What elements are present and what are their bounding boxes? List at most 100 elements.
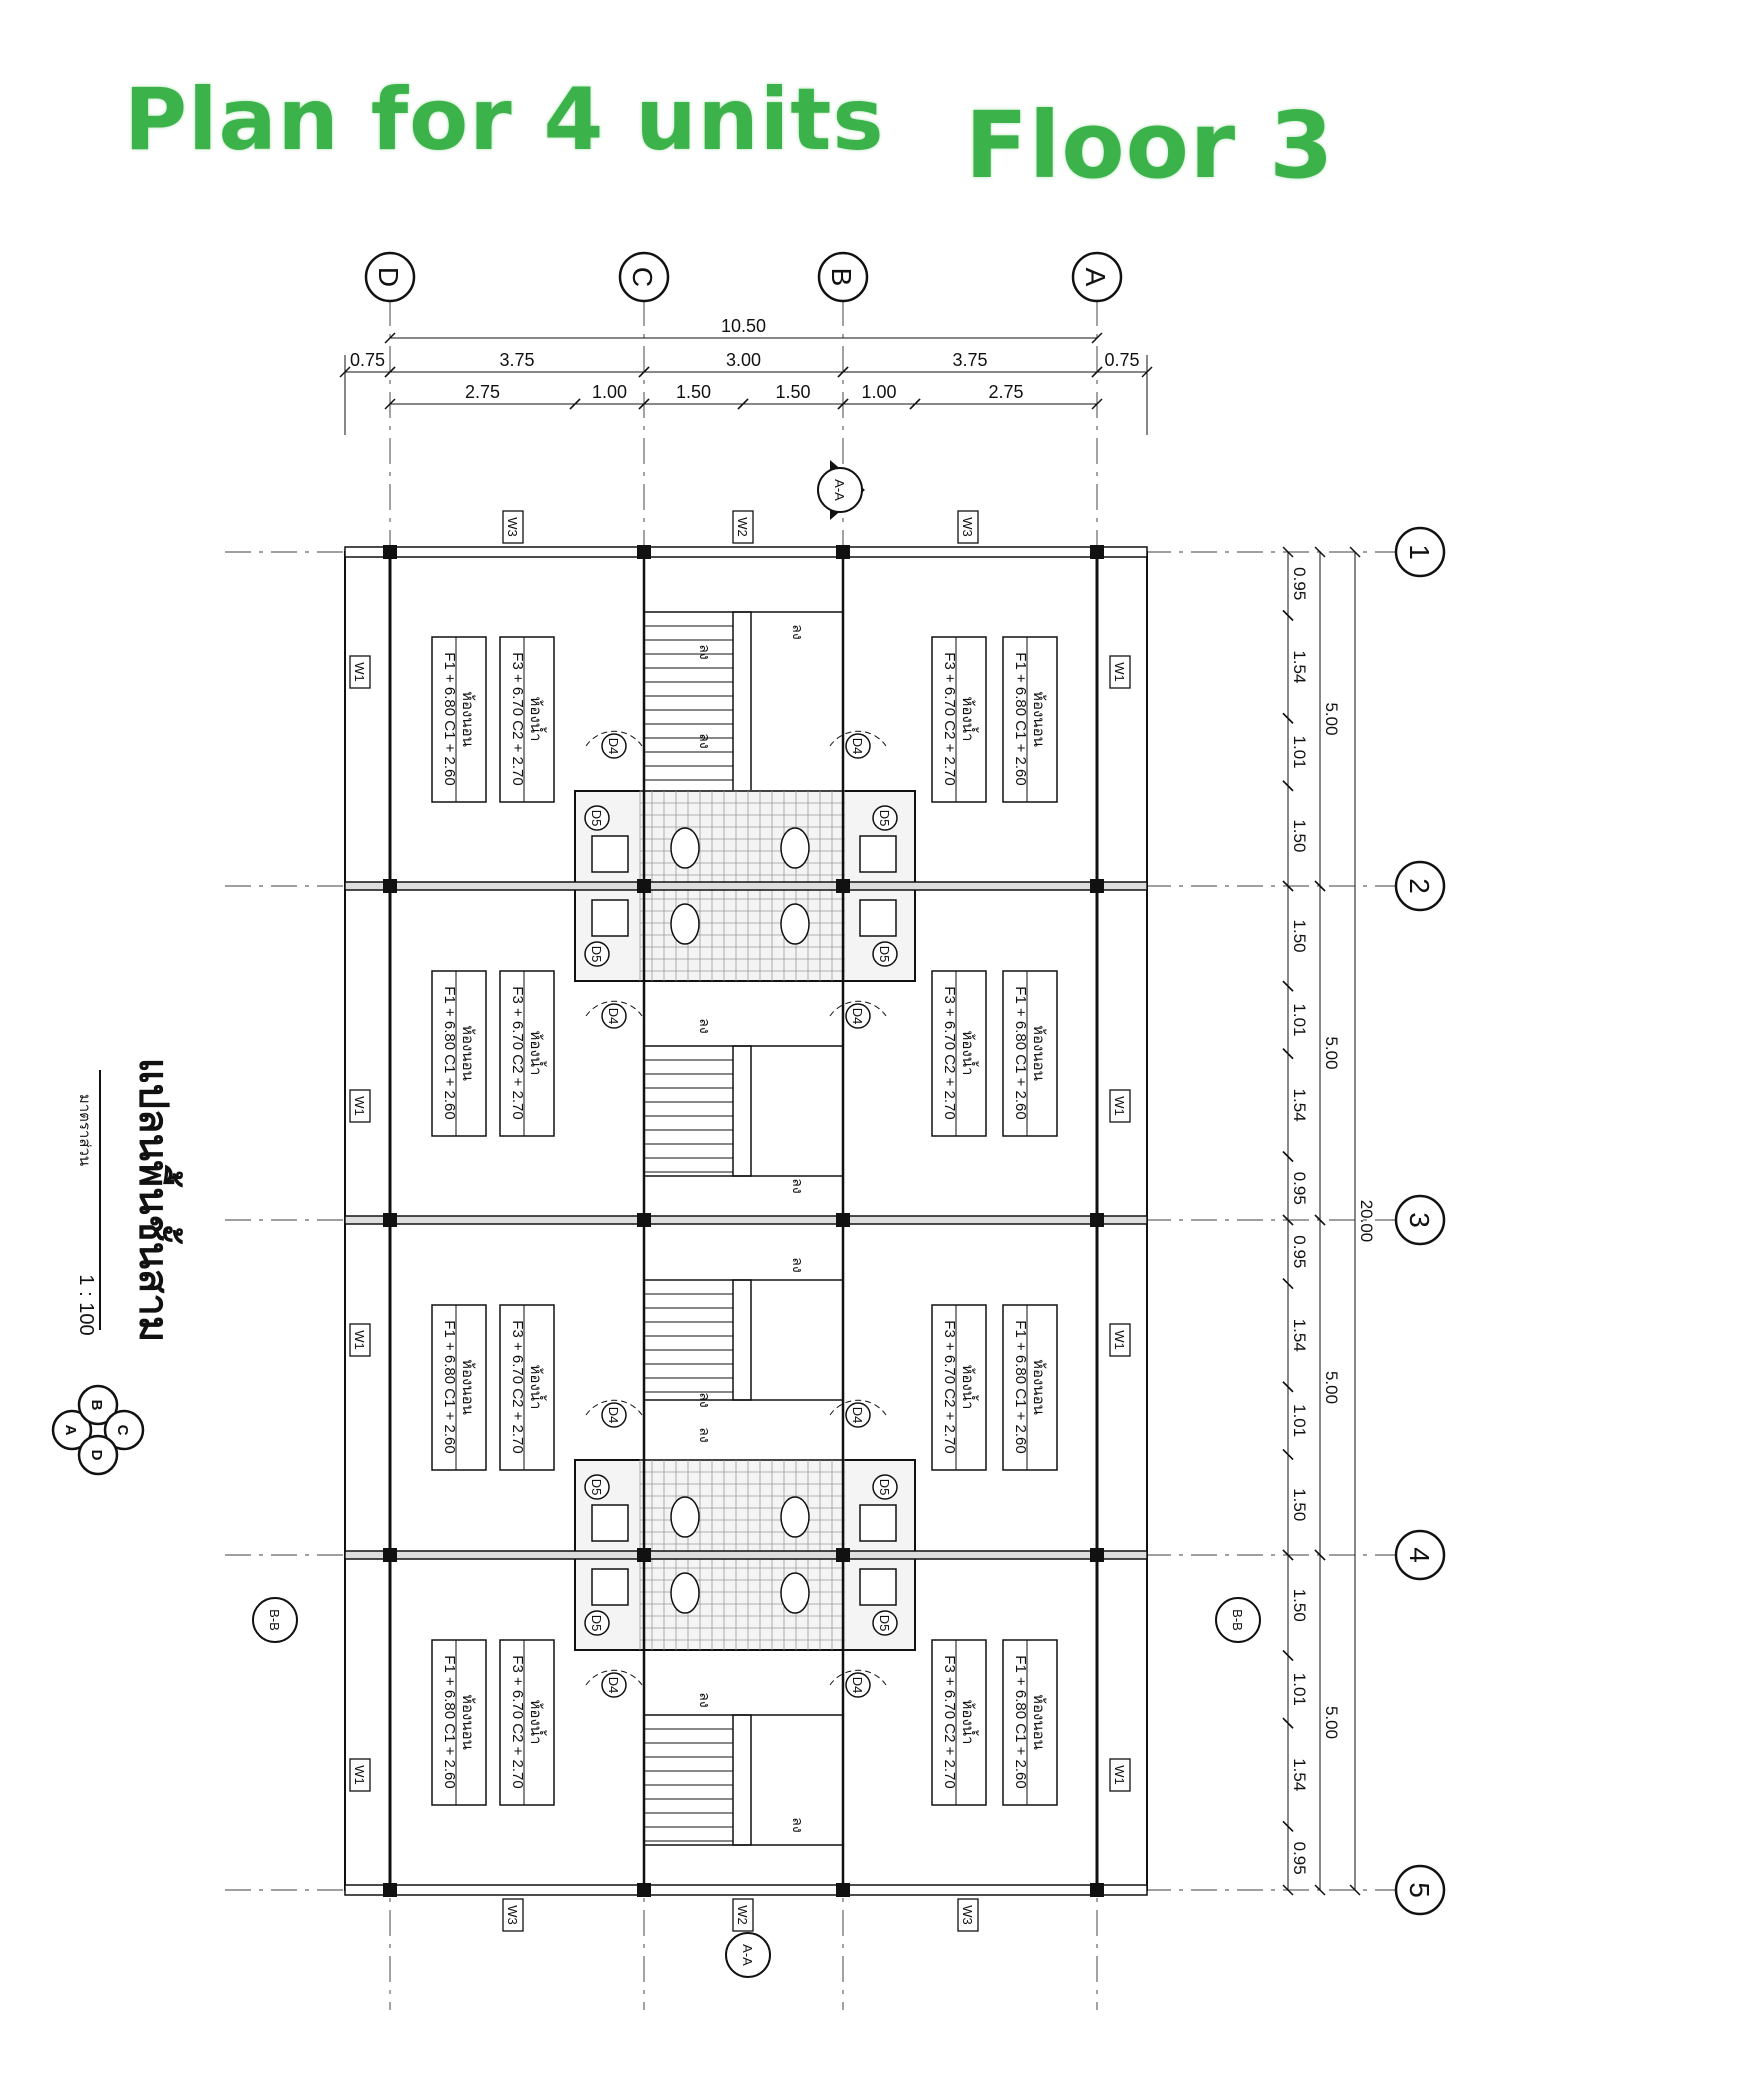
room-label-box [1002,1639,1058,1806]
dim-label: 0.95 [1290,1842,1309,1875]
door-swing [585,1399,643,1416]
walls [344,545,1148,1897]
column [1090,879,1104,893]
dim-tick [1091,398,1103,410]
dim-label: 10.50 [721,316,766,336]
grid-label-col: B [826,268,857,287]
column [836,1883,850,1897]
section-label: A-A [740,1944,755,1966]
dim-tick [837,366,849,378]
door-tag [584,1610,610,1636]
door-tag-label: D4 [606,1407,621,1424]
door-tag-label: D5 [589,1479,604,1496]
column [637,545,651,559]
door-swing [829,1000,887,1017]
dim-label: 0.95 [1290,1235,1309,1268]
window-tag [1109,1758,1131,1792]
dim-label: 1.50 [775,382,810,402]
dim-label: 3.00 [726,350,761,370]
stair-label: ลง [790,1178,806,1193]
door-tag [845,733,871,759]
door-tag-label: D5 [877,1615,892,1632]
column [1090,545,1104,559]
grid-bubble [1394,1194,1446,1246]
door-tag-label: D4 [850,1008,865,1025]
window-tag-label: W1 [352,1765,367,1785]
column [383,879,397,893]
window-tag [502,510,524,544]
column [383,545,397,559]
window-tag [732,1898,754,1932]
section-bubble [252,1597,298,1643]
room-name: ห้องนอน [459,691,476,747]
toilet [780,827,810,869]
room-name: ห้องนอน [1030,1025,1047,1081]
key-plan-circle [103,1409,145,1451]
window-tag [349,1089,371,1123]
dim-tick [1282,780,1294,792]
window-tag-label: W1 [1112,1330,1127,1350]
toilet [670,1496,700,1538]
scale-label: 1 : 100 [75,1274,97,1335]
column [383,1213,397,1227]
door-tag [845,1672,871,1698]
dim-tick [1349,1884,1361,1896]
door-tag [584,941,610,967]
room-label-box [931,1639,987,1806]
window-tag-label: W1 [352,1330,367,1350]
dim-tick [1314,1884,1326,1896]
key-plan-label: D [88,1450,105,1461]
door-tag [601,1003,627,1029]
section-label: B-B [1230,1609,1245,1631]
room-finish: F3 + 6.70 C2 + 2.70 [941,1655,958,1788]
room-finish: F3 + 6.70 C2 + 2.70 [509,1320,526,1453]
window-tag [957,1898,979,1932]
key-plan-label: A [62,1425,79,1436]
grid-bubble [1071,251,1123,303]
door-tag [872,1610,898,1636]
window-tag [1109,1089,1131,1123]
dim-tick [1282,880,1294,892]
drawing-title: แปลนพื้นชั้นสาม [131,1058,183,1342]
key-plan-circle [77,1434,119,1476]
window-tag-label: W3 [505,1905,520,1925]
dim-label: 2.75 [465,382,500,402]
dim-tick [1282,1278,1294,1290]
window-tag-label: W3 [960,1905,975,1925]
column [1090,1883,1104,1897]
room-finish: F3 + 6.70 C2 + 2.70 [941,986,958,1119]
room-label-box [931,970,987,1137]
column [1090,1213,1104,1227]
basin [591,899,629,937]
floor-title: Floor 3 [965,92,1335,199]
grid-label-col: C [627,267,658,287]
door-tag [601,1402,627,1428]
dim-tick [569,398,581,410]
dim-tick [909,398,921,410]
stair-label: ลง [790,1817,806,1832]
room-name: ห้องน้ำ [959,1700,979,1745]
section-label: A-A [832,479,847,501]
stair-label: ลง [697,1692,713,1707]
grid-label-col: A [1080,268,1111,287]
dim-label: 2.75 [988,382,1023,402]
door-tag-label: D5 [589,946,604,963]
stair-landing [732,1045,752,1177]
room-finish: F1 + 6.80 C1 + 2.60 [441,986,458,1119]
dim-tick [1282,712,1294,724]
dim-label: 3.75 [952,350,987,370]
dim-label: 1.01 [1290,736,1309,769]
dim-label: 1.50 [1290,819,1309,852]
toilet [670,903,700,945]
dim-tick [638,398,650,410]
room-finish: F3 + 6.70 C2 + 2.70 [509,986,526,1119]
key-plan-label: C [114,1425,131,1436]
key-plan-circle [77,1384,119,1426]
dim-label: 1.54 [1290,1319,1309,1352]
window-tag [349,1323,371,1357]
room-name: ห้องนอน [1030,691,1047,747]
door-tag-label: D5 [589,810,604,827]
dim-tick [837,398,849,410]
window-tag-label: W2 [735,1905,750,1925]
